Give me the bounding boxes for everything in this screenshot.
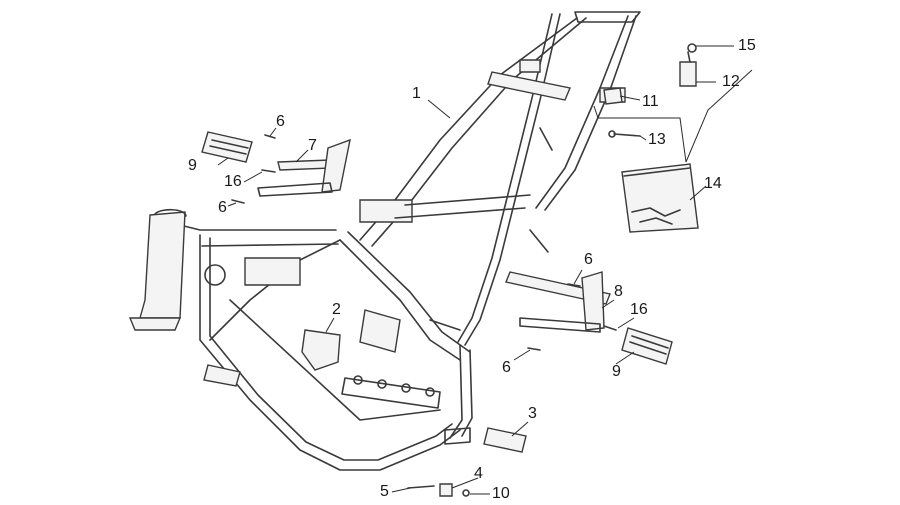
leader-lines [217,45,753,495]
callout-6-left-top: 6 [276,113,285,130]
callout-16-left: 16 [224,173,242,190]
callout-4: 4 [474,465,483,482]
callout-3: 3 [528,405,537,422]
callout-13: 13 [648,131,666,148]
callout-9-right: 9 [612,363,621,380]
hardware-kit-bag [621,163,699,233]
callout-12: 12 [722,73,740,90]
callout-6-right-top: 6 [584,251,593,268]
main-frame [128,11,641,471]
callout-14: 14 [704,175,722,192]
callout-9-left: 9 [188,157,197,174]
callout-7: 7 [308,137,317,154]
callout-15: 15 [738,37,756,54]
left-footpeg-assembly [201,131,351,204]
callout-5: 5 [380,483,389,500]
lower-footpeg [407,427,527,497]
callout-6-right-bottom: 6 [502,359,511,376]
callout-6-left-bottom: 6 [218,199,227,216]
right-footpeg-assembly [505,271,673,365]
callout-1: 1 [412,85,421,102]
callout-10: 10 [492,485,510,502]
rear-hardware [603,43,697,138]
callout-2: 2 [332,301,341,318]
callout-11: 11 [642,93,659,110]
callout-8: 8 [614,283,623,300]
center-footpeg [301,329,341,371]
callout-16-right: 16 [630,301,648,318]
